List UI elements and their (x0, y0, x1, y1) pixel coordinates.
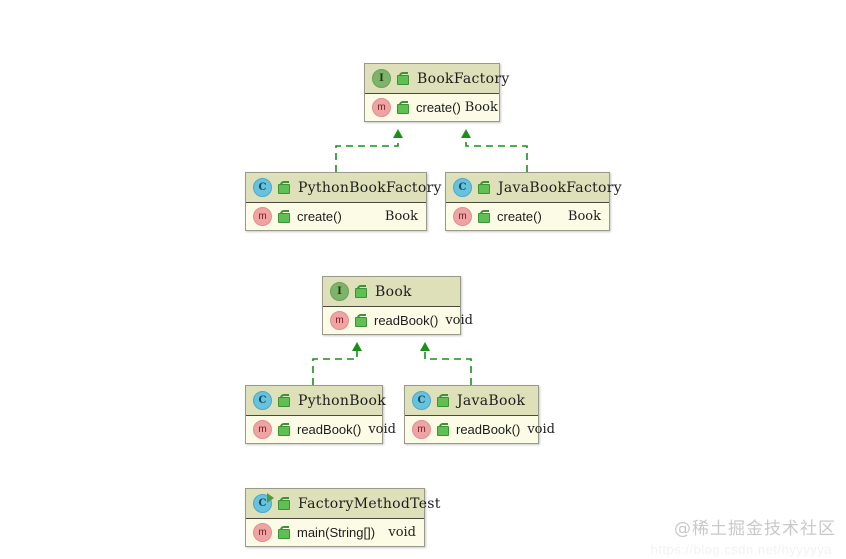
watermark-url: https://blog.csdn.net/hyyyyya (650, 542, 832, 557)
member-return-type: void (527, 422, 555, 437)
node-header: C PythonBook (246, 386, 386, 416)
member-return-type: Book (567, 209, 601, 224)
node-header: C PythonBookFactory (246, 173, 441, 203)
node-title: PythonBookFactory (298, 179, 442, 196)
watermark-text: @稀土掘金技术社区 (674, 519, 836, 539)
node-title: BookFactory (417, 70, 510, 87)
uml-node-pythonbookfactory[interactable]: C PythonBookFactory m create() Book (245, 172, 441, 231)
uml-node-javabookfactory[interactable]: C JavaBookFactory m create() Book (445, 172, 622, 231)
uml-node-javabook[interactable]: C JavaBook m readBook() void (404, 385, 555, 444)
member-name: create() (497, 209, 542, 224)
member-name: readBook() (297, 422, 362, 437)
member-return-type: Book (464, 100, 498, 115)
method-icon: m (412, 420, 431, 439)
class-icon: C (253, 391, 272, 410)
node-member-row[interactable]: m create() Book (446, 203, 609, 230)
class-icon: C (412, 391, 431, 410)
lock-icon (396, 101, 409, 114)
node-member-row[interactable]: m main(String[]) void (246, 519, 424, 546)
node-member-row[interactable]: m create() Book (246, 203, 426, 230)
interface-icon: I (330, 282, 349, 301)
lock-icon (277, 210, 290, 223)
lock-icon (277, 526, 290, 539)
member-name: readBook() (374, 313, 439, 328)
member-name: create() (416, 100, 461, 115)
node-title: JavaBook (457, 392, 526, 409)
class-icon: C (253, 178, 272, 197)
lock-icon (277, 181, 290, 194)
lock-icon (436, 423, 449, 436)
node-member-row[interactable]: m readBook() void (405, 416, 555, 443)
lock-icon (354, 285, 367, 298)
node-title: JavaBookFactory (498, 179, 622, 196)
node-header: C JavaBook (405, 386, 538, 416)
uml-node-pythonbook[interactable]: C PythonBook m readBook() void (245, 385, 396, 444)
member-return-type: void (368, 422, 396, 437)
edge-javabook-book (420, 342, 472, 385)
lock-icon (277, 394, 290, 407)
lock-icon (277, 423, 290, 436)
lock-icon (354, 314, 367, 327)
node-header: C FactoryMethodTest (246, 489, 440, 519)
member-return-type: Book (384, 209, 418, 224)
lock-icon (396, 72, 409, 85)
edge-pythonbookfactory-bookfactory (335, 129, 403, 172)
node-title: PythonBook (298, 392, 387, 409)
node-title: Book (375, 283, 412, 300)
method-icon: m (253, 420, 272, 439)
lock-icon (277, 497, 290, 510)
node-member-row[interactable]: m readBook() void (246, 416, 396, 443)
uml-node-bookfactory[interactable]: I BookFactory m create() Book (364, 63, 509, 122)
node-header: C JavaBookFactory (446, 173, 622, 203)
runnable-class-icon: C (253, 493, 274, 513)
uml-node-factorymethodtest[interactable]: C FactoryMethodTest m main(String[]) voi… (245, 488, 440, 547)
node-member-row[interactable]: m create() Book (365, 94, 499, 121)
edge-pythonbook-book (312, 342, 362, 385)
uml-node-book[interactable]: I Book m readBook() void (322, 276, 473, 335)
lock-icon (477, 181, 490, 194)
member-return-type: void (388, 525, 416, 540)
member-return-type: void (445, 313, 473, 328)
node-title: FactoryMethodTest (298, 495, 441, 512)
lock-icon (436, 394, 449, 407)
method-icon: m (453, 207, 472, 226)
class-icon: C (453, 178, 472, 197)
method-icon: m (330, 311, 349, 330)
method-icon: m (372, 98, 391, 117)
node-member-row[interactable]: m readBook() void (323, 307, 473, 334)
method-icon: m (253, 523, 272, 542)
member-name: create() (297, 209, 342, 224)
node-header: I Book (323, 277, 460, 307)
method-icon: m (253, 207, 272, 226)
interface-icon: I (372, 69, 391, 88)
lock-icon (477, 210, 490, 223)
edge-javabookfactory-bookfactory (461, 129, 528, 172)
member-name: main(String[]) (297, 525, 376, 540)
node-header: I BookFactory (365, 64, 509, 94)
member-name: readBook() (456, 422, 521, 437)
